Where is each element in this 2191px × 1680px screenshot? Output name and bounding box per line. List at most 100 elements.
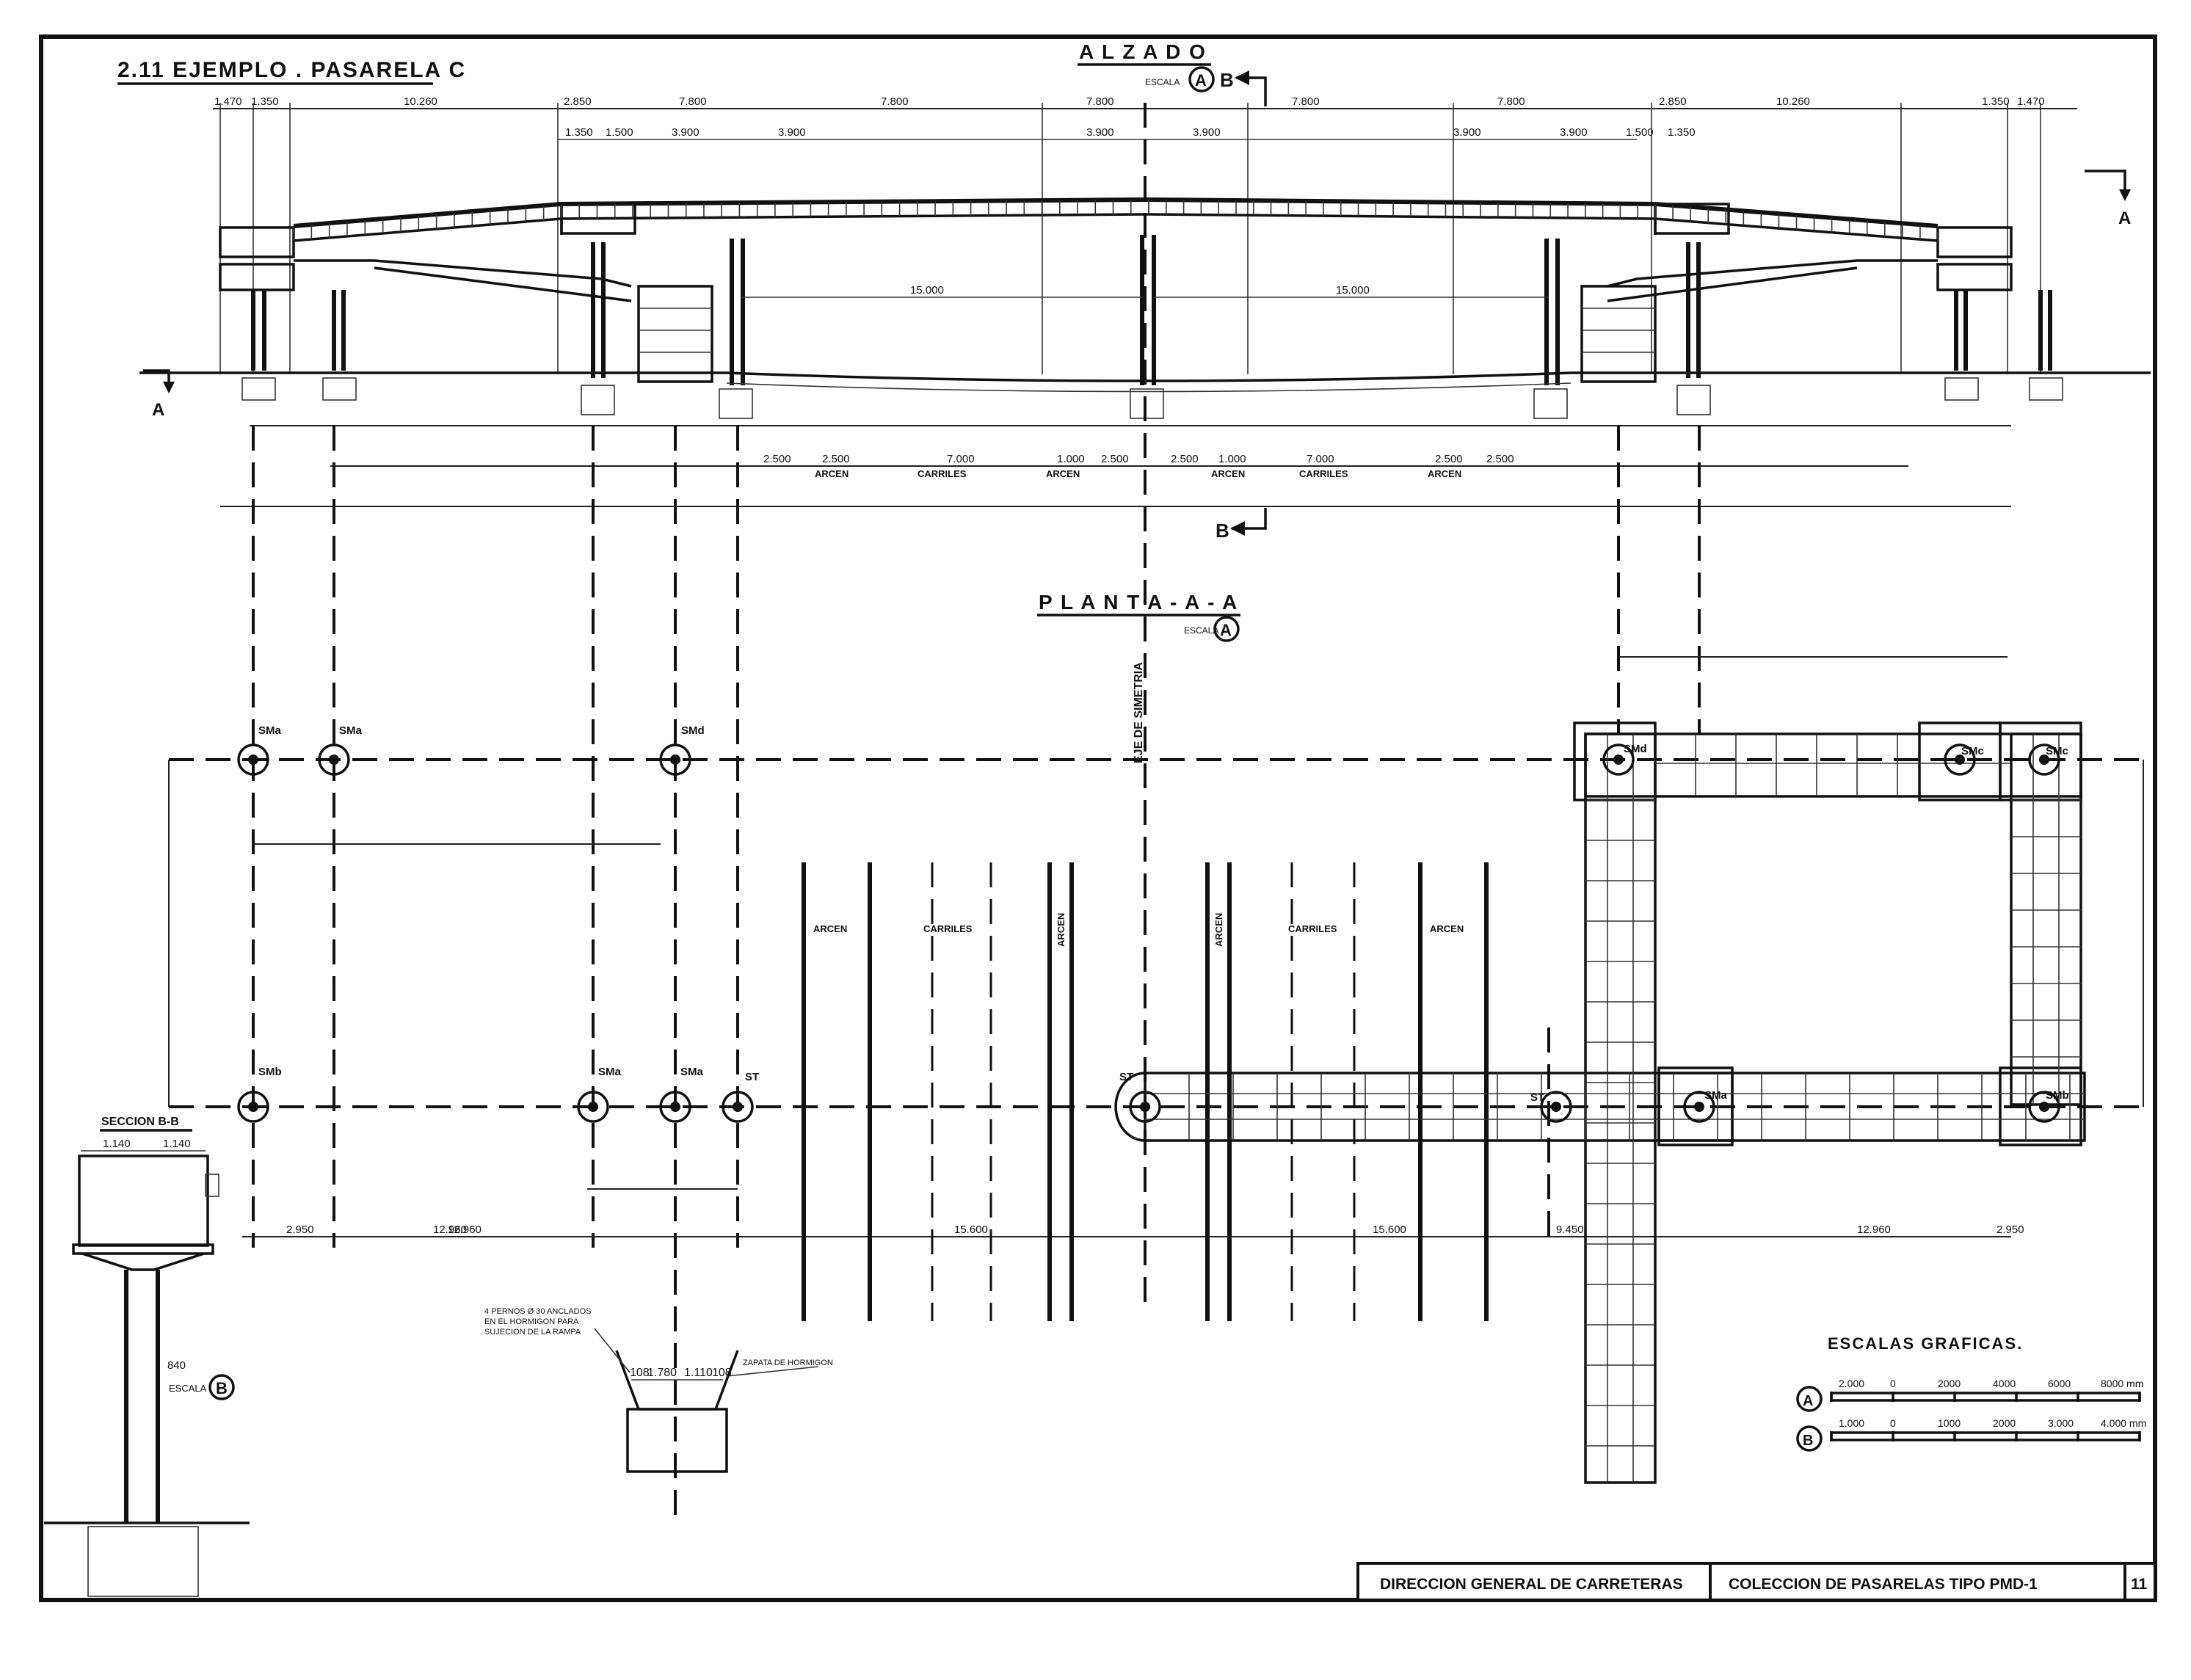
pillar-core-10: [1955, 754, 1965, 765]
top-dim-5: 7.800: [881, 95, 909, 108]
second-dim-3: 3.900: [778, 126, 806, 139]
scale-a-circle-letter: A: [1803, 1393, 1813, 1409]
plan-dim-3: 15.600: [954, 1223, 988, 1236]
section-b-letter-bottom: B: [1216, 520, 1229, 542]
note-bolts-line3: SUJECION DE LA RAMPA: [484, 1328, 581, 1337]
section-deck-box: [78, 1154, 209, 1247]
plan-dim-2: 12.960: [433, 1223, 467, 1236]
second-dim-6: 3.900: [1453, 126, 1481, 139]
titleblock-left: DIRECCION GENERAL DE CARRETERAS: [1380, 1576, 1683, 1593]
pillar-ring-12: [1683, 1091, 1715, 1123]
footing-dim-0: 108: [630, 1367, 650, 1379]
road-label-arcen-1: ARCEN: [815, 468, 849, 479]
plan-scale-badge: [1213, 616, 1240, 642]
plan-arcen-1: ARCEN: [813, 923, 847, 934]
pillar-core-3: [248, 1102, 258, 1112]
road-surface: [726, 382, 1572, 393]
elevation-piers: [251, 235, 2052, 385]
plan-dim-6: 2.950: [1996, 1223, 2024, 1236]
footings: [241, 377, 2063, 419]
pillar-label-9: SMd: [1624, 743, 1647, 755]
scale-a-tick-0: 2.000: [1839, 1378, 1864, 1389]
pillar-ring-1: [318, 743, 350, 776]
lane-dim-5: 2.500: [1171, 453, 1199, 465]
footing-dim-3: 108: [712, 1367, 732, 1379]
road-label-arcen-2: ARCEN: [1046, 468, 1080, 479]
pillar-ring-5: [659, 1091, 691, 1123]
pillar-label-4: SMa: [598, 1066, 622, 1078]
top-dim-7: 7.800: [1292, 95, 1320, 108]
plan-view: P L A N T A - A - A ESCALA A EJE DE SIME…: [168, 103, 2151, 1519]
pillar-label-6: ST: [745, 1071, 759, 1083]
pillar-ring-2: [659, 743, 691, 776]
pillar-core-11: [2039, 754, 2049, 765]
pillar-label-7: ST: [1119, 1071, 1133, 1083]
scale-b-tick-2: 1000: [1938, 1417, 1961, 1429]
pillar-core-4: [588, 1102, 598, 1112]
road-label-arcen-3: ARCEN: [1211, 468, 1245, 479]
pillar-label-5: SMa: [680, 1066, 704, 1078]
section-footing: [87, 1526, 199, 1597]
pillar-core-5: [670, 1102, 680, 1112]
left-lower-ramp: [294, 259, 632, 288]
scale-b-circle: [1796, 1425, 1823, 1452]
scale-b-circle-letter: B: [1803, 1433, 1813, 1449]
scale-b-tick-3: 2000: [1993, 1417, 2016, 1429]
scale-a-tick-3: 4000: [1993, 1378, 2016, 1389]
pillar-label-11: SMc: [2046, 745, 2068, 757]
section-deck-base: [72, 1243, 214, 1255]
pillar-ring-6: [722, 1091, 754, 1123]
cut-a-left-arrow: [163, 382, 175, 393]
pillar-core-6: [733, 1102, 743, 1112]
lane-dim-2: 7.000: [947, 453, 975, 465]
section-view: SECCION B-B 1.140 1.140 840 ESCALA B: [44, 1116, 250, 1597]
section-scale-word: ESCALA: [169, 1383, 207, 1394]
road-label-arcen-4: ARCEN: [1428, 468, 1461, 479]
note-bolts-line1: 4 PERNOS Ø 30 ANCLADOS: [484, 1307, 592, 1316]
scale-a-letter: A: [1195, 71, 1207, 90]
plan-grid-lines: [169, 426, 2151, 1519]
road-lane-lines: [802, 862, 1489, 1321]
plan-carriles-1: CARRILES: [923, 923, 973, 934]
titleblock-mid: COLECCION DE PASARELAS TIPO PMD-1: [1729, 1576, 2038, 1593]
note-bolts: 4 PERNOS Ø 30 ANCLADOS EN EL HORMIGON PA…: [484, 1307, 594, 1337]
pillar-label-12: SMa: [1704, 1089, 1728, 1102]
elevation-title: A L Z A D O: [1079, 40, 1207, 63]
second-dim-9: 1.350: [1668, 126, 1696, 139]
cut-a-right: [2085, 170, 2126, 192]
plan-dim-0: 2.950: [286, 1223, 314, 1236]
cut-a-left-letter: A: [152, 400, 164, 420]
second-dim-8: 1.500: [1626, 126, 1654, 139]
road-label-carriles-1: CARRILES: [918, 468, 967, 479]
plan-arcen-4: ARCEN: [1213, 913, 1224, 947]
pillar-label-0: SMa: [258, 724, 282, 737]
pillar-ring-8: [1540, 1091, 1572, 1123]
pillar-ring-3: [237, 1091, 269, 1123]
top-dim-9: 2.850: [1659, 95, 1687, 108]
lane-dim-8: 2.500: [1435, 453, 1463, 465]
pillar-core-12: [1694, 1102, 1704, 1112]
section-title: SECCION B-B: [101, 1116, 179, 1128]
top-dim-0: 1.470: [214, 95, 242, 108]
top-dim-12: 1.470: [2017, 95, 2045, 108]
lane-dim-1: 2.500: [822, 453, 850, 465]
sheet-border: [39, 34, 2157, 1602]
deck-railings: [293, 200, 1939, 241]
scale-b-tick-4: 3.000: [2048, 1417, 2074, 1429]
section-arrow-head-bottom: [1230, 521, 1245, 536]
plan-title: P L A N T A - A - A: [1039, 591, 1238, 614]
pillar-core-8: [1551, 1102, 1561, 1112]
drawing-title: 2.11 EJEMPLO . PASARELA C: [117, 58, 466, 82]
second-dim-4: 3.900: [1086, 126, 1114, 139]
scale-a-tick-4: 6000: [2048, 1378, 2071, 1389]
road-label-carriles-2: CARRILES: [1299, 468, 1348, 479]
left-ramp-soffit: [374, 266, 632, 302]
pillar-label-13: SMb: [2046, 1089, 2069, 1102]
second-dim-7: 3.900: [1560, 126, 1588, 139]
